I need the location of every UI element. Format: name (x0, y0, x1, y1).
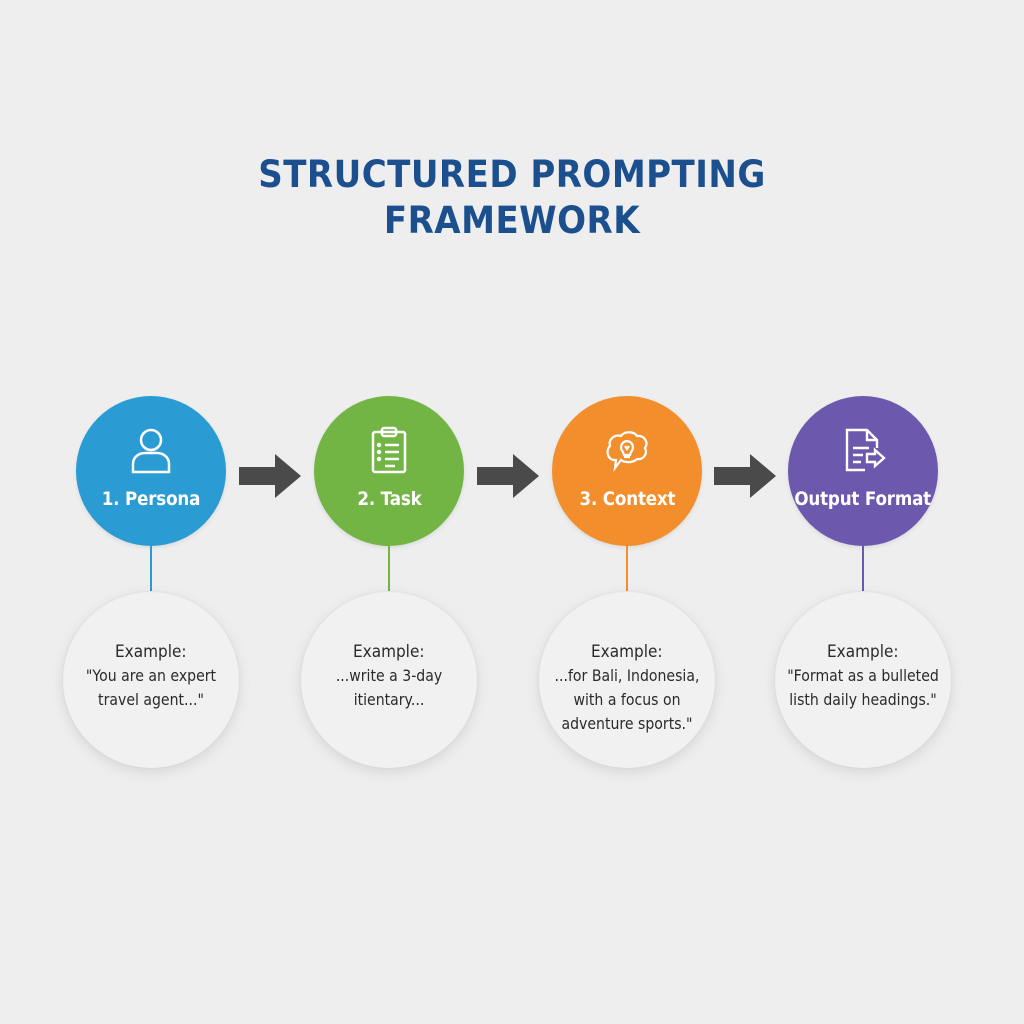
connector-line (626, 545, 628, 591)
arrow-right-icon (477, 454, 539, 498)
clipboard-list-icon (365, 426, 413, 474)
step-context: 3. Context (552, 396, 702, 546)
example-text: "Format as a bulleted listh daily headin… (787, 666, 939, 709)
step-label: 1. Persona (101, 488, 201, 510)
diagram-title: STRUCTURED PROMPTING FRAMEWORK (41, 152, 983, 244)
example-context: Example: ...for Bali, Indonesia, with a … (539, 592, 715, 768)
example-text: "You are an expert travel agent..." (85, 666, 217, 709)
example-task: Example: ...write a 3-day itientary... (301, 592, 477, 768)
arrow-right-icon (239, 454, 301, 498)
example-heading: Example: (353, 642, 425, 662)
example-persona: Example: "You are an expert travel agent… (63, 592, 239, 768)
title-line-2: FRAMEWORK (383, 199, 641, 242)
step-label: 2. Task (356, 488, 422, 510)
step-output-format: Output Format (788, 396, 938, 546)
example-text: ...write a 3-day itientary... (335, 666, 443, 709)
document-export-icon (839, 426, 887, 474)
step-label: 3. Context (579, 488, 675, 510)
example-output-format: Example: "Format as a bulleted listh dai… (775, 592, 951, 768)
lightbulb-speech-bubble-icon (603, 426, 651, 474)
example-heading: Example: (591, 642, 663, 662)
step-task: 2. Task (314, 396, 464, 546)
connector-line (150, 545, 152, 591)
connector-line (388, 545, 390, 591)
person-icon (127, 426, 175, 474)
example-heading: Example: (115, 642, 187, 662)
title-line-1: STRUCTURED PROMPTING (258, 153, 766, 196)
connector-line (862, 545, 864, 591)
example-text: ...for Bali, Indonesia, with a focus on … (554, 666, 700, 733)
step-label: Output Format (794, 488, 932, 510)
example-heading: Example: (827, 642, 899, 662)
step-persona: 1. Persona (76, 396, 226, 546)
arrow-right-icon (714, 454, 776, 498)
